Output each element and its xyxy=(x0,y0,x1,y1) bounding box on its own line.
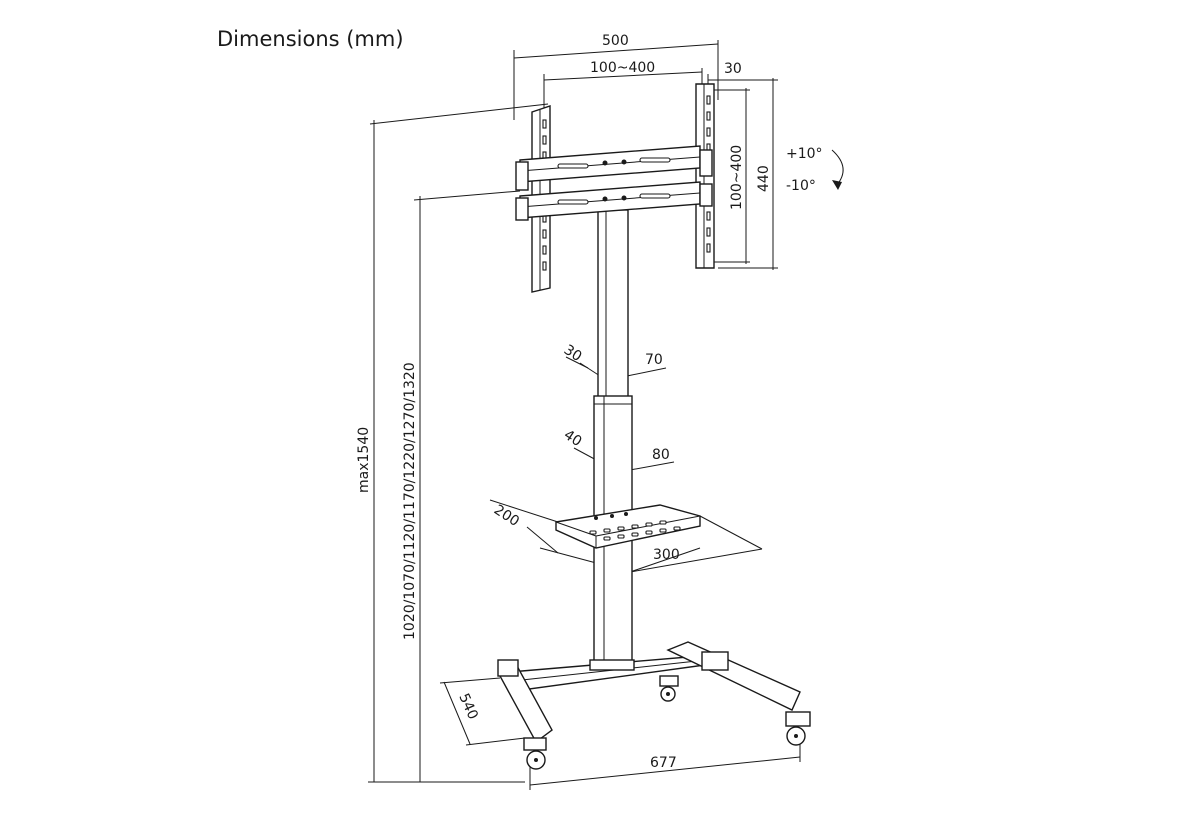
tilt-down-label: -10° xyxy=(786,178,816,194)
bar-slots xyxy=(557,157,671,205)
height-options-label: 1020/1070/1120/1170/1220/1270/1320 xyxy=(402,362,418,640)
lower-pole-width-label: 40 xyxy=(561,427,585,450)
base xyxy=(497,641,801,744)
base-width-label: 677 xyxy=(650,755,677,771)
caster-front-right-icon xyxy=(785,711,811,746)
tilt-up-label: +10° xyxy=(786,146,823,162)
shelf-holes xyxy=(589,520,681,541)
upper-pole-depth-label: 70 xyxy=(645,352,663,368)
dimension-labels: 500 100~400 30 100~400 440 +10° -10° 30 … xyxy=(356,33,823,771)
tilt-arrowhead-icon xyxy=(832,180,842,190)
vesa-vertical-label: 100~400 xyxy=(729,145,745,210)
bracket-depth-label: 30 xyxy=(724,61,742,77)
max-height-label: max1540 xyxy=(356,427,372,493)
shelf xyxy=(555,504,701,549)
vesa-horizontal-label: 100~400 xyxy=(590,60,655,76)
shelf-width-label: 300 xyxy=(653,547,680,563)
upper-pole-width-label: 30 xyxy=(561,342,585,365)
drawing-title: Dimensions (mm) xyxy=(217,27,404,51)
vesa-bracket xyxy=(515,83,715,293)
casters xyxy=(523,675,811,770)
caster-front-left-icon xyxy=(523,737,547,770)
bracket-width-label: 500 xyxy=(602,33,629,49)
pole xyxy=(593,209,633,667)
shelf-depth-label: 200 xyxy=(491,502,522,530)
bracket-height-label: 440 xyxy=(756,165,772,192)
lower-pole-depth-label: 80 xyxy=(652,447,670,463)
caster-back-icon xyxy=(659,675,679,702)
